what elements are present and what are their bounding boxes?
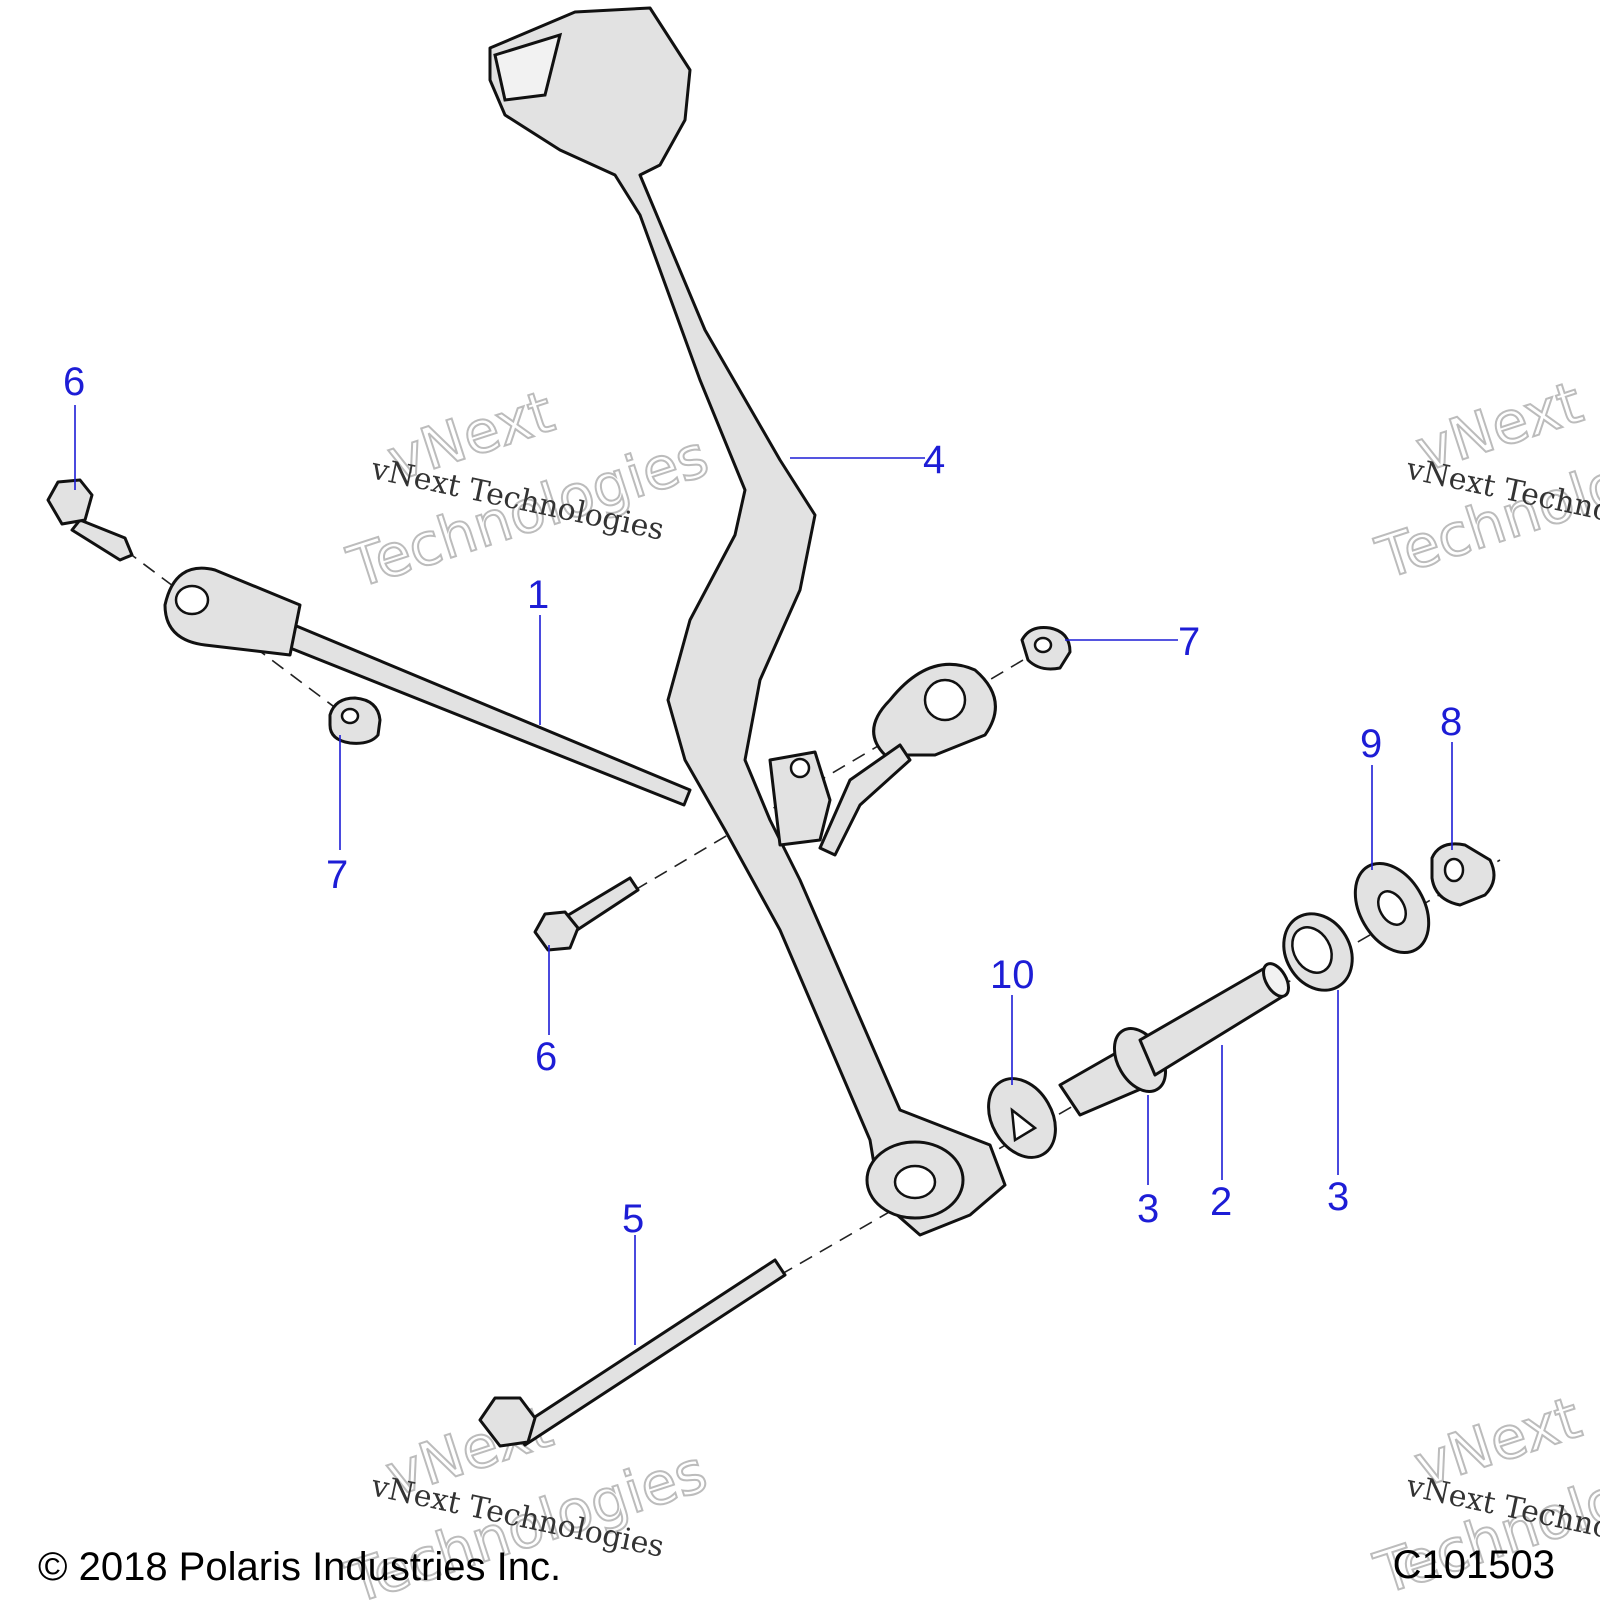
- callout-3-left: 3: [1137, 1187, 1159, 1231]
- callout-2: 2: [1210, 1180, 1232, 1224]
- watermark-top-right: vNext Technologies: [1367, 367, 1600, 594]
- callout-1: 1: [527, 573, 549, 617]
- rod-end-left-eye: [174, 584, 210, 616]
- nut-lower-left: [328, 696, 382, 745]
- callout-6-top: 6: [63, 360, 85, 404]
- nut-upper-right: [1020, 626, 1072, 671]
- callout-7-right: 7: [1178, 620, 1200, 664]
- bolt-hex-head: [46, 478, 94, 526]
- callout-5: 5: [622, 1197, 644, 1241]
- tab-washer: [987, 1077, 1057, 1159]
- callout-4: 4: [923, 438, 945, 482]
- brake-rod: [163, 566, 997, 857]
- callout-10: 10: [990, 953, 1035, 997]
- callout-7-left: 7: [326, 853, 348, 897]
- flat-washer: [1353, 861, 1431, 955]
- pedal-pad-recess: [493, 32, 563, 102]
- callout-3-right: 3: [1327, 1175, 1349, 1219]
- pedal-clevis-tab: [768, 750, 832, 847]
- rod-end-right-neck: [818, 743, 912, 857]
- pivot-sleeve: [1138, 962, 1290, 1077]
- callout-9: 9: [1360, 722, 1382, 766]
- rod-end-right-eye: [923, 678, 967, 722]
- callout-6-bottom: 6: [535, 1035, 557, 1079]
- brake-pedal-arm: [488, 6, 1007, 1237]
- figure-id: C101503: [1393, 1543, 1555, 1587]
- bolt-pivot: [533, 876, 640, 952]
- pedal-arm-body: [488, 6, 1007, 1237]
- bolt-shank: [70, 518, 134, 562]
- pedal-clevis-hole: [789, 757, 811, 779]
- flange-nut: [1430, 842, 1496, 907]
- bolt-shank: [513, 1258, 787, 1447]
- bolt-hex-head: [478, 1396, 537, 1448]
- bolt-upper-left: [46, 478, 134, 562]
- pedal-pivot-bore: [893, 1164, 937, 1200]
- copyright-notice: © 2018 Polaris Industries Inc.: [38, 1545, 561, 1589]
- bolt-hex-head: [533, 910, 580, 952]
- callout-8: 8: [1440, 700, 1462, 744]
- bushing-right: [1282, 912, 1354, 992]
- rod-shaft: [263, 613, 692, 807]
- pivot-bolt-long: [478, 1258, 787, 1448]
